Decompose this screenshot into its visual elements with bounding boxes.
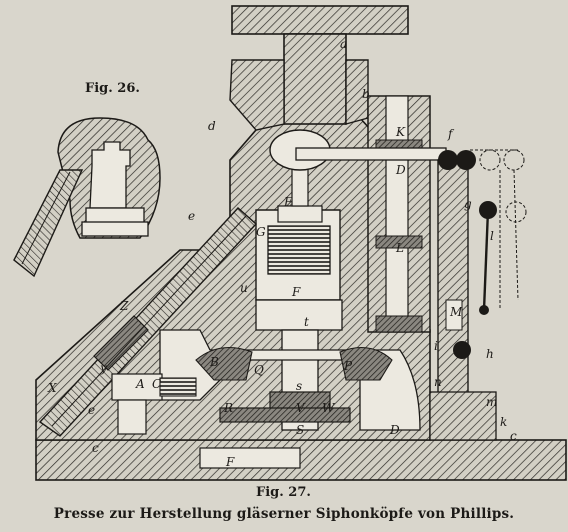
label-M-right: M [449, 305, 463, 319]
label-E-mid: E [283, 195, 293, 209]
figure-27-label: Fig. 27. [256, 485, 311, 500]
label-b-upper: b [362, 87, 370, 101]
part-labels: a b d K D L f g l M h i n m k c E F G t … [47, 37, 517, 469]
label-C-lower: C [152, 377, 161, 391]
label-V-lower: V [296, 401, 306, 415]
label-Z-left: Z [119, 299, 129, 313]
figure-26-detail [13, 117, 161, 278]
lower-table [159, 329, 421, 431]
label-k-right: k [500, 415, 507, 429]
label-S-lower: S [296, 423, 304, 437]
label-l-right: l [490, 229, 494, 243]
label-i-right: i [434, 339, 438, 353]
label-P-lower: P [343, 359, 353, 373]
adjusting-screw [111, 373, 197, 435]
label-c-left: c [92, 441, 99, 455]
label-D-right: D [395, 163, 406, 177]
label-X-left: X [47, 381, 57, 395]
label-c-right: c [510, 429, 517, 443]
label-K-right: K [395, 125, 406, 139]
label-W-lower: W [322, 401, 336, 415]
figure-26-label: Fig. 26. [85, 81, 140, 96]
label-A-bottom: A [135, 377, 145, 391]
lever-linkage [295, 147, 527, 441]
label-h-right: h [486, 347, 494, 361]
label-f-top: f [447, 127, 455, 141]
label-u-mid: u [240, 281, 248, 295]
label-Q-lower: Q [254, 363, 264, 377]
base-plate [35, 439, 567, 481]
label-s-mid: s [296, 379, 302, 393]
label-G-mid: G [256, 225, 266, 239]
label-B-upper: B [209, 355, 219, 369]
label-R-lower: R [223, 401, 233, 415]
label-n-right: n [434, 375, 442, 389]
label-e-right: e [88, 403, 95, 417]
label-F-lower: F [225, 455, 235, 469]
label-g-lever: g [464, 197, 472, 211]
label-D-lower: D [389, 423, 400, 437]
figure-caption: Presse zur Herstellung gläserner Siphonk… [53, 506, 515, 522]
label-t-mid: t [304, 315, 309, 329]
label-a-top: a [340, 37, 347, 51]
label-L-right: L [395, 241, 404, 255]
feeder-arm [38, 207, 257, 437]
mould-chamber [219, 129, 351, 431]
label-m-right: m [486, 395, 497, 409]
label-F-mid: F [291, 285, 301, 299]
label-d-upper: d [208, 119, 216, 133]
label-y-left: y [99, 361, 107, 375]
label-e-arm: e [188, 209, 195, 223]
